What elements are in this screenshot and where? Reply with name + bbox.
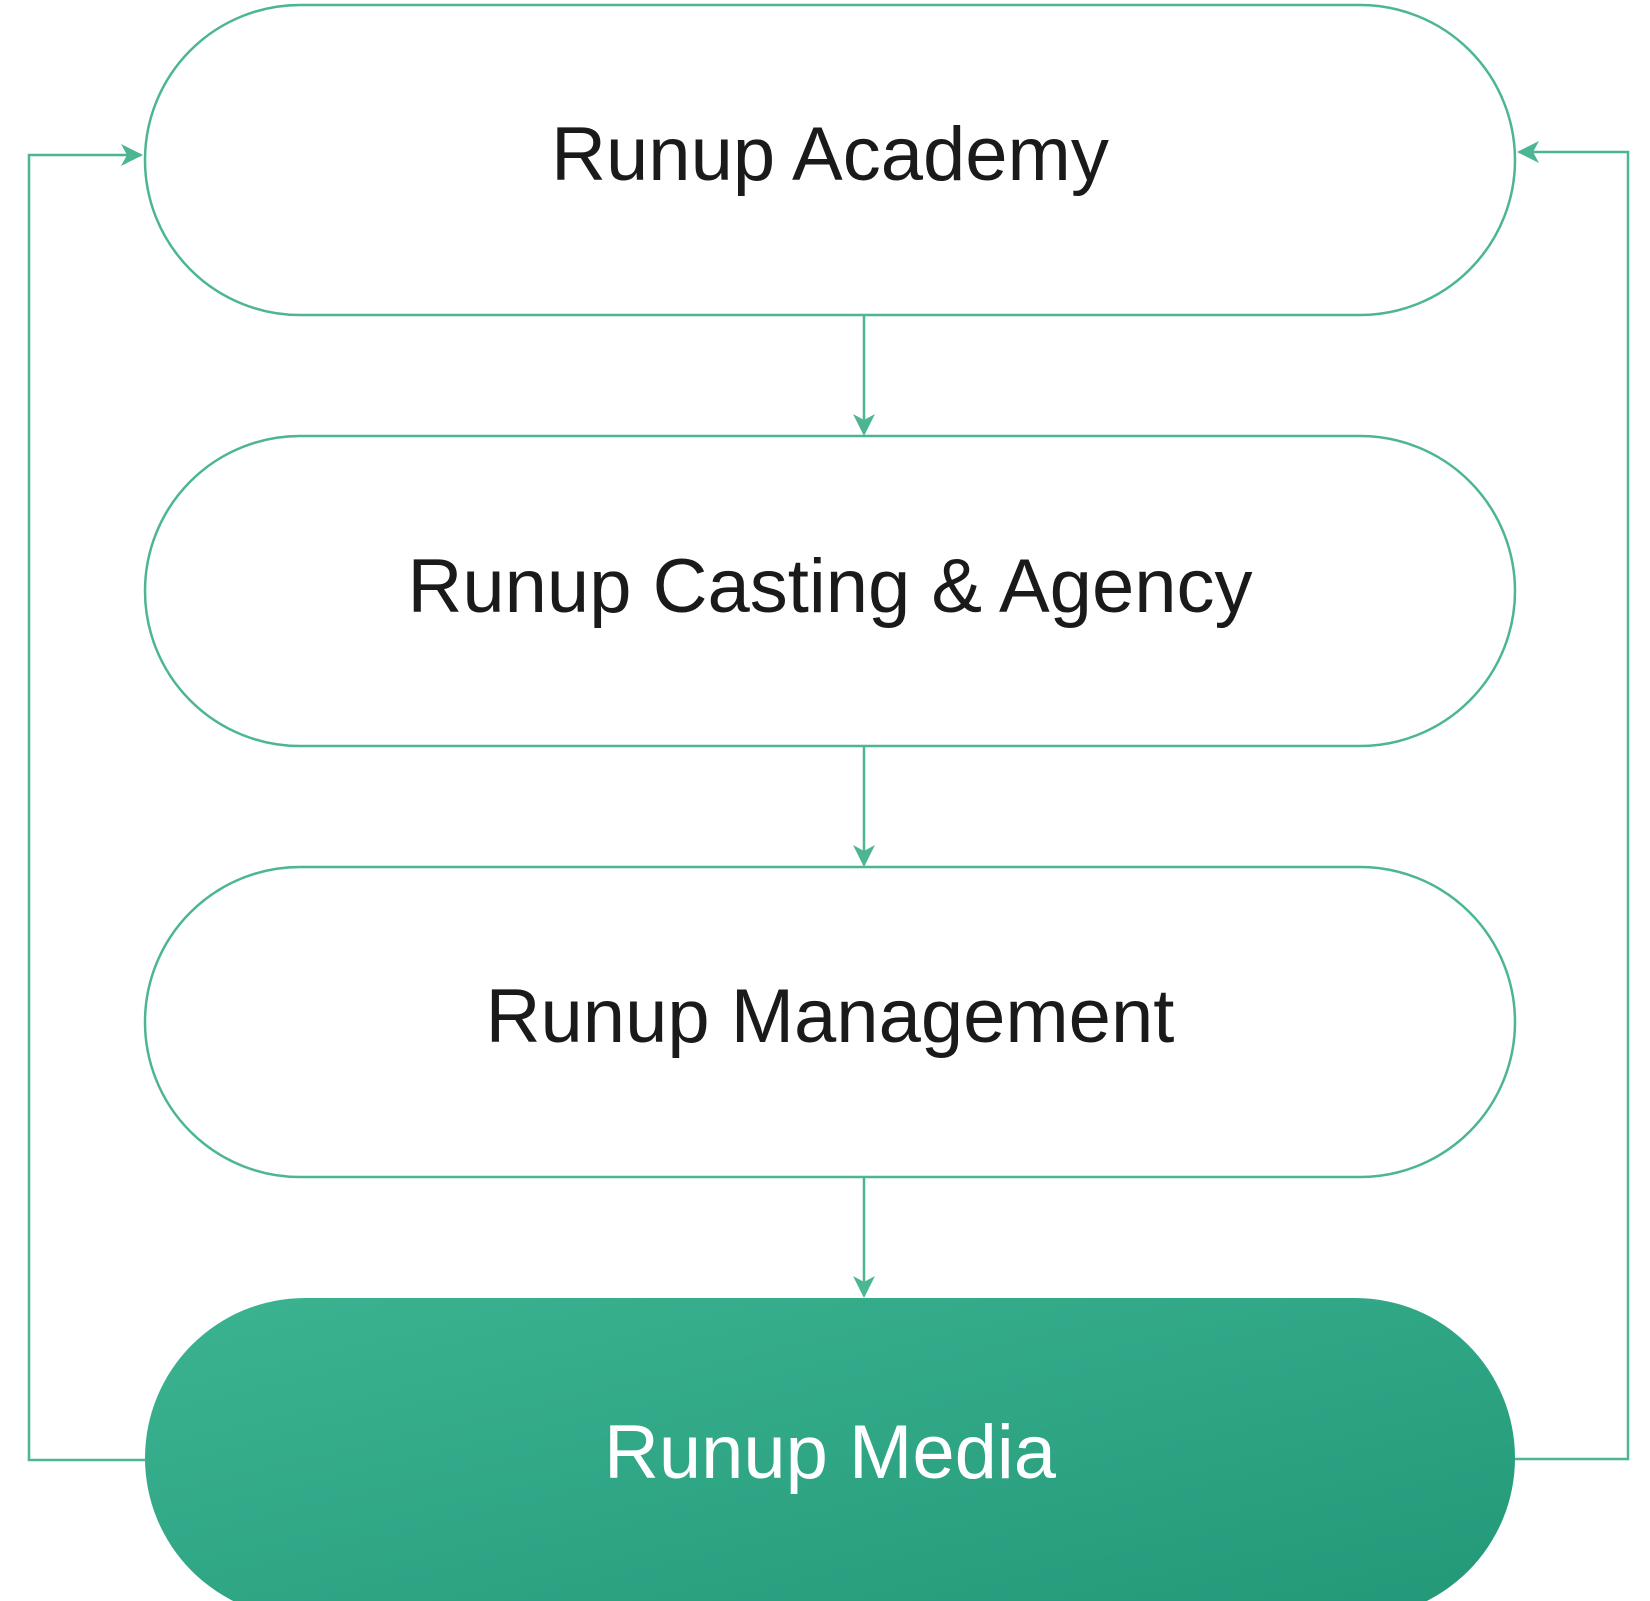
node-runup-management: Runup Management <box>143 865 1517 1179</box>
node-casting-label: Runup Casting & Agency <box>408 544 1253 629</box>
arrow-right-loop-media-to-academy <box>1515 141 1630 1461</box>
node-academy-shape <box>143 3 1517 317</box>
node-runup-media: Runup Media <box>145 1298 1515 1601</box>
node-media-shape <box>145 1298 1515 1601</box>
node-media-label: Runup Media <box>604 1410 1057 1495</box>
node-casting-shape <box>143 434 1517 748</box>
node-runup-academy: Runup Academy <box>143 3 1517 317</box>
node-management-shape <box>143 865 1517 1179</box>
node-academy-label: Runup Academy <box>551 112 1109 197</box>
node-runup-casting-agency: Runup Casting & Agency <box>143 434 1517 748</box>
node-management-label: Runup Management <box>486 974 1175 1059</box>
arrow-left-loop-media-to-academy <box>27 144 145 1462</box>
